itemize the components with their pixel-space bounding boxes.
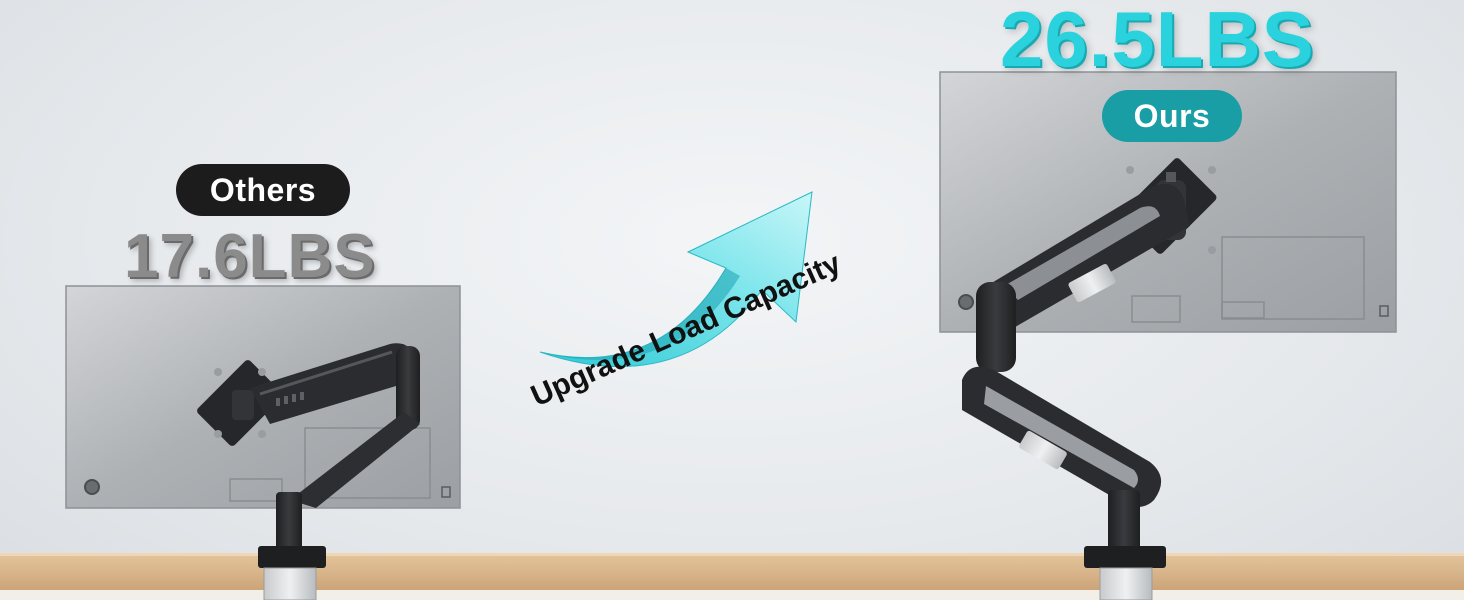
left-monitor-arm [197,343,420,600]
desk [0,553,1464,600]
ours-label: Ours [1102,90,1242,142]
others-label: Others [176,164,350,216]
others-weight-capacity: 17.6LBS [124,222,376,291]
ours-weight-capacity: 26.5LBS [1000,0,1315,83]
right-monitor-arm [962,158,1217,600]
upgrade-arrow [539,191,813,368]
